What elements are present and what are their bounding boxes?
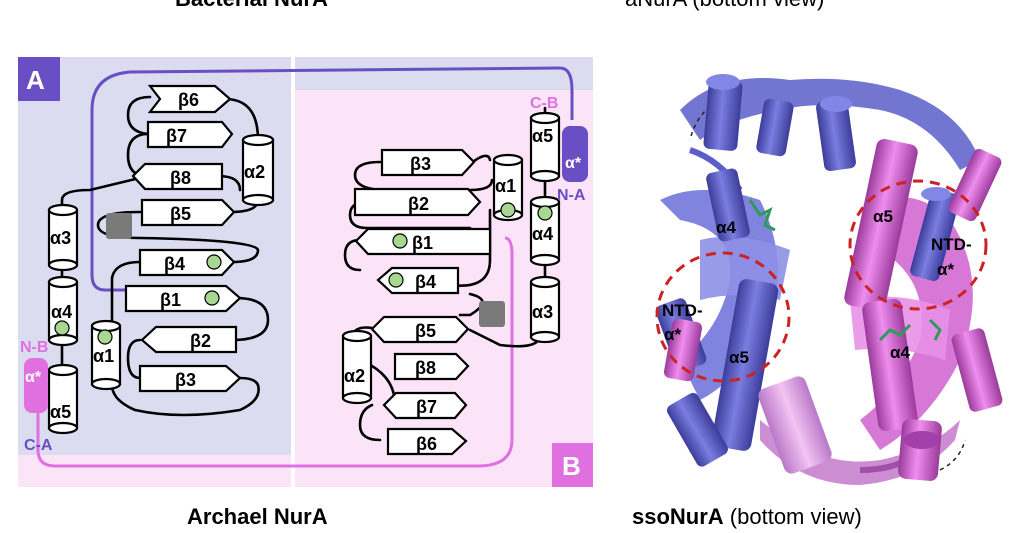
helix-a-a4-label: α4 [51,302,72,322]
pink-connector-loop [36,236,514,468]
strand-a-b8-label: β8 [170,168,191,188]
helix-a-a5: α5 [47,363,79,435]
caption-sso: ssoNurA (bottom view) [632,504,862,529]
panel-a-badge [18,57,60,101]
strand-b-b8 [393,352,470,381]
terminus-na: N-A [557,187,586,204]
strand-a-b6-label: β6 [178,90,199,110]
strand-b-b8-label: β8 [415,358,436,378]
strand-b-b3-label: β3 [410,154,431,174]
helix-a-a5-label: α5 [50,402,71,422]
helix-nb-alpha-star: α* [24,358,48,413]
helix-b-a1-label: α1 [495,176,516,196]
strand-b-b2 [353,187,482,217]
strand-b-b1 [354,227,492,256]
strand-b-b2-label: β2 [408,194,429,214]
helix-a-a1-label: α1 [93,346,114,366]
caption-archael: Archael NurA [187,504,328,529]
cut-label-anura: aNurA (bottom view) [625,0,824,11]
helix-b-a4: α4 [529,195,561,267]
terminus-ca: C-A [24,437,53,454]
helix-a-a2-label: α2 [244,162,265,182]
strand-a-b1-label: β1 [160,290,181,310]
helix-a-a4: α4 [47,275,79,347]
helix-b-a3-label: α3 [532,302,553,322]
strand-a-b3-label: β3 [175,370,196,390]
strand-a-b8 [131,162,224,191]
topology-b: β3 β2 β1 β4 β5 β8 β7 β6 α5 [341,106,588,456]
gray-square-a [106,213,132,239]
helix-b-a5: α5 [529,111,561,183]
helix-b-a2-label: α2 [344,366,365,386]
panel-a-letter: A [26,65,45,95]
strand-b-b1-label: β1 [412,233,433,253]
helix-nb-alpha-star-label: α* [25,369,42,386]
helix-a-a1: α1 [90,319,122,391]
strand-a-b2-label: β2 [190,331,211,351]
helix-b-a2: α2 [341,329,373,405]
terminus-nb: N-B [20,339,48,356]
strand-b-b3 [380,148,476,177]
helix-b-a1: α1 [492,153,524,222]
structure-label-a5-left: α5 [729,348,749,367]
topology-a: β6 β7 β8 β5 β4 β1 β2 β3 α2 [24,84,275,435]
structure-label-a4-right: α4 [890,343,910,362]
cut-label-bacterial: Bacterial NurA [175,0,328,11]
structure-label-ntd-left: NTD- [662,301,703,320]
structure-label-a4-left: α4 [716,218,736,237]
structure-label-astar-right: α* [937,260,954,279]
panel-b-bottom-strip [18,455,293,487]
helix-na-alpha-star-label: α* [565,155,582,172]
strand-b-b7 [382,391,468,420]
strand-b-b6 [386,427,468,456]
strand-b-b6-label: β6 [416,434,437,454]
panel-b-letter: B [562,451,581,481]
strand-a-b1 [124,284,242,313]
helix-b-a4-label: α4 [532,224,553,244]
helix-a-a2: α2 [241,133,275,207]
strand-a-b2 [140,325,238,354]
strand-a-b7 [146,120,234,149]
strand-a-b6 [147,84,232,114]
structure-label-a5-right: α5 [873,207,893,226]
strand-b-b5-label: β5 [415,321,436,341]
panel-a-top-strip [293,57,593,90]
gray-square-b [479,301,505,327]
dashed-circle-right [848,179,988,311]
helix-b-a3: α3 [529,275,561,344]
strand-b-b5 [370,315,470,344]
strand-b-b7-label: β7 [416,397,437,417]
strand-a-b3 [138,364,242,393]
helix-na-alpha-star: α* [562,126,588,182]
panel-b-badge [552,443,593,487]
structure-view: α4 α5 NTD- α* α5 NTD- α* α4 [655,74,1003,485]
topology-diagram: A B β6 β7 β8 [18,57,593,487]
structure-label-ntd-right: NTD- [931,235,972,254]
strand-a-b7-label: β7 [166,126,187,146]
structure-label-astar-left: α* [664,325,681,344]
strand-a-b4-label: β4 [164,254,185,274]
strand-a-b5 [140,198,236,227]
helix-a-a3-label: α3 [50,228,71,248]
helix-a-a3: α3 [47,203,79,272]
dashed-circle-left [655,251,791,383]
helix-b-a5-label: α5 [532,126,553,146]
terminus-cb: C-B [530,95,558,112]
purple-connector-loop [90,66,574,292]
strand-a-b5-label: β5 [170,204,191,224]
strand-b-b4-label: β4 [415,272,436,292]
